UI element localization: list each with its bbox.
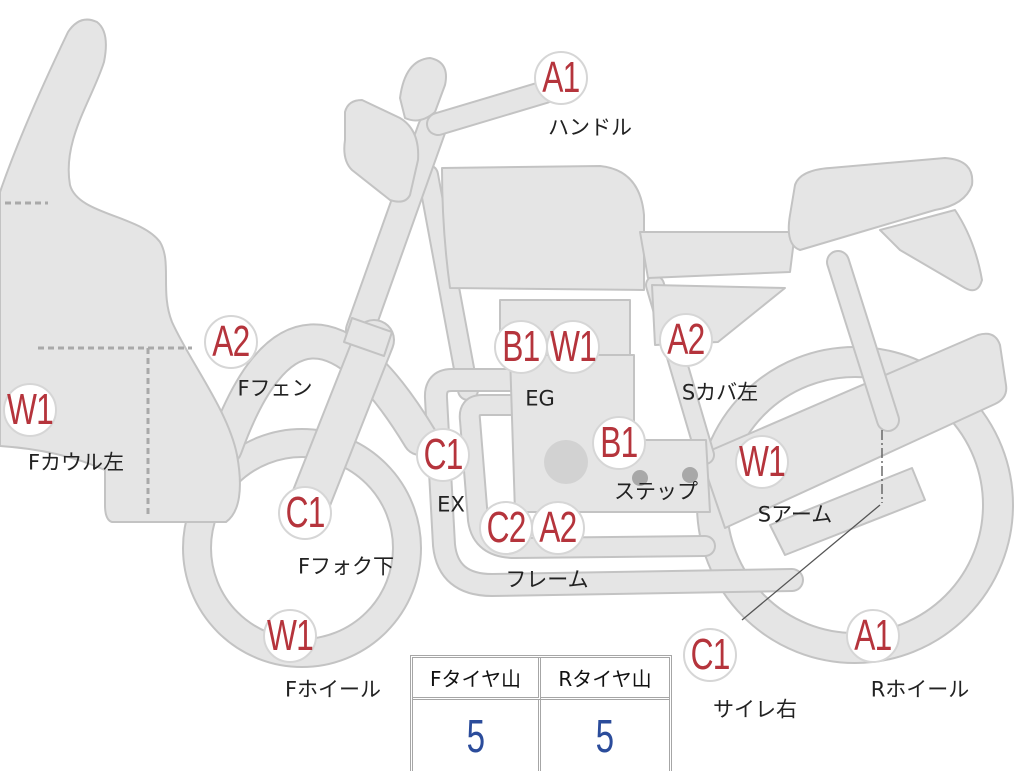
damage-code-text: C1: [423, 430, 463, 479]
part-label-handlebar: ハンドル: [548, 115, 632, 140]
front-fender: [207, 323, 438, 466]
tire-tread-table: Fタイヤ山 Rタイヤ山 5 5: [410, 655, 672, 771]
part-label-exhaust: EX: [437, 492, 465, 517]
damage-code-text: B1: [600, 418, 638, 467]
damage-code-text: C2: [486, 503, 526, 552]
leader-line: [741, 504, 881, 621]
damage-code-engine-1: B1: [494, 320, 548, 374]
damage-code-engine-2: W1: [546, 320, 600, 374]
damage-code-frame-1: C2: [479, 501, 533, 555]
rear-tire-tread-value: 5: [595, 709, 615, 762]
part-label-front-cowl-left: Fカウル左: [27, 450, 125, 475]
damage-code-text: C1: [285, 488, 325, 537]
damage-code-front-wheel: W1: [263, 609, 317, 663]
front-tire-tread-header: Fタイヤ山: [413, 658, 541, 700]
damage-code-exhaust: C1: [416, 428, 470, 482]
part-label-frame: フレーム: [505, 567, 589, 592]
part-label-swing-arm: Sアーム: [757, 502, 833, 527]
tail-cowl: [879, 209, 983, 292]
headlight: [343, 99, 420, 203]
damage-code-handlebar: A1: [534, 51, 588, 105]
cowl-panel-lines: [5, 201, 192, 515]
part-label-front-wheel: Fホイール: [284, 677, 382, 702]
mirror: [399, 57, 447, 122]
damage-code-text: W1: [549, 322, 597, 371]
damage-code-front-fender: A2: [204, 315, 258, 369]
damage-code-step: B1: [592, 416, 646, 470]
swing-arm: [769, 467, 926, 556]
damage-code-text: A1: [854, 611, 892, 660]
damage-code-text: W1: [266, 611, 314, 660]
rear-shock: [826, 250, 900, 432]
part-label-front-fork-lower: Fフォク下: [297, 554, 395, 579]
front-tire-tread-cell: 5: [413, 700, 541, 771]
damage-code-side-cover-left: A2: [659, 313, 713, 367]
damage-code-text: B1: [502, 322, 540, 371]
footpeg: [632, 470, 648, 486]
part-label-silencer-right: サイレ右: [713, 697, 797, 722]
damage-code-text: A2: [539, 503, 577, 552]
damage-code-front-fork-lower: C1: [278, 486, 332, 540]
rear-seat: [787, 157, 974, 251]
damage-code-text: W1: [6, 385, 54, 434]
part-label-side-cover-left: Sカバ左: [681, 380, 759, 405]
fuel-tank: [441, 165, 645, 291]
rear-tire-tread-cell: 5: [541, 700, 669, 771]
front-tire-tread-value: 5: [466, 709, 485, 762]
rear-tire-tread-header: Rタイヤ山: [541, 658, 669, 700]
part-label-engine: EG: [525, 386, 555, 411]
front-fork: [285, 113, 447, 533]
damage-code-text: A2: [667, 315, 705, 364]
footpeg: [682, 467, 698, 483]
damage-code-rear-wheel: A1: [846, 609, 900, 663]
front-cowl: [0, 18, 241, 523]
damage-code-text: C1: [690, 630, 730, 679]
exhaust-pipe: [423, 368, 804, 597]
clutch-cover: [544, 440, 588, 484]
damage-code-text: W1: [738, 437, 786, 486]
damage-code-swing-arm: W1: [735, 435, 789, 489]
damage-code-silencer-right: C1: [683, 628, 737, 682]
part-label-step: ステップ: [614, 479, 698, 504]
damage-code-front-cowl-left: W1: [3, 383, 57, 437]
part-label-front-fender: Fフェン: [237, 376, 313, 401]
fork-clamp: [343, 317, 393, 357]
damage-code-frame-2: A2: [531, 501, 585, 555]
frame-down-tube: [417, 164, 479, 401]
damage-code-text: A1: [542, 53, 580, 102]
damage-code-text: A2: [212, 317, 250, 366]
rider-seat: [639, 231, 796, 279]
handlebar: [426, 80, 557, 136]
part-label-rear-wheel: Rホイール: [870, 677, 970, 702]
